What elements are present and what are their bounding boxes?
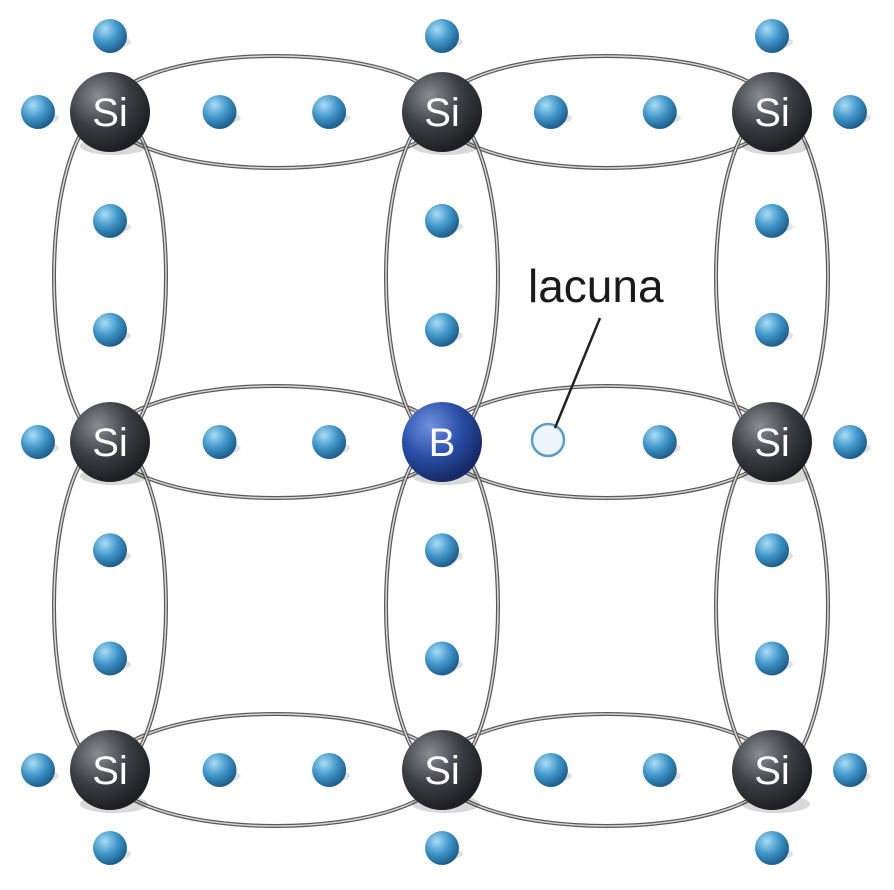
bond-h-1-1 [437, 384, 777, 500]
silicon-atom-1-2 [732, 402, 812, 482]
electron-9 [533, 753, 568, 787]
electron-23 [21, 95, 55, 129]
electron-0 [202, 95, 237, 129]
silicon-atom-1-2-label: Si [754, 421, 790, 465]
silicon-atom-2-1-label: Si [424, 749, 460, 793]
silicon-atom-0-1-label: Si [424, 91, 460, 135]
bond-v-0-2 [714, 107, 830, 447]
electron-13 [93, 533, 127, 568]
electron-31 [425, 19, 459, 53]
bond-h-2-1 [437, 712, 777, 828]
bond-v-0-1 [384, 107, 500, 447]
electron-14 [93, 641, 127, 676]
silicon-atom-0-1 [402, 72, 482, 152]
silicon-atom-2-2 [732, 730, 812, 810]
electron-21 [755, 533, 789, 568]
electron-32 [425, 831, 459, 865]
bond-h-0-0 [106, 54, 446, 170]
electron-2 [533, 95, 568, 129]
electron-5 [312, 425, 347, 459]
silicon-atom-2-0 [70, 730, 150, 810]
silicon-atom-0-0-label: Si [92, 91, 128, 135]
silicon-atom-1-0-label: Si [92, 421, 128, 465]
bond-v-1-2 [714, 436, 830, 776]
callout-leader-line [553, 317, 602, 429]
electron-6 [642, 425, 677, 459]
silicon-atom-2-0-label: Si [92, 749, 128, 793]
silicon-atom-0-0 [70, 72, 150, 152]
electron-34 [755, 831, 789, 865]
bond-h-0-1 [437, 54, 777, 170]
bond-h-2-0 [106, 712, 446, 828]
silicon-atom-2-2-label: Si [754, 749, 790, 793]
electron-20 [755, 312, 789, 347]
electron-8 [312, 753, 347, 787]
electron-1 [312, 95, 347, 129]
electron-28 [833, 753, 867, 787]
electron-27 [21, 753, 55, 787]
bond-h-1-0 [106, 384, 446, 500]
electron-3 [642, 95, 677, 129]
bond-v-0-0 [52, 107, 168, 447]
boron-atom [402, 402, 482, 482]
electron-19 [755, 203, 789, 238]
valence-electrons [21, 19, 871, 865]
electron-30 [93, 831, 127, 865]
electron-16 [425, 312, 459, 347]
electron-25 [21, 425, 55, 459]
lacuna-callout: lacuna [528, 260, 664, 429]
bond-v-1-0 [52, 436, 168, 776]
hole-lacuna [530, 422, 566, 458]
electron-26 [833, 425, 867, 459]
electron-11 [93, 203, 127, 238]
electron-10 [642, 753, 677, 787]
bond-v-1-1 [384, 436, 500, 776]
lacuna-label: lacuna [528, 260, 664, 312]
electron-17 [425, 533, 459, 568]
silicon-atom-2-1 [402, 730, 482, 810]
electron-15 [425, 203, 459, 238]
electron-22 [755, 641, 789, 676]
electron-4 [202, 425, 237, 459]
electron-24 [833, 95, 867, 129]
silicon-atom-0-2 [732, 72, 812, 152]
silicon-atom-0-2-label: Si [754, 91, 790, 135]
electron-18 [425, 641, 459, 676]
electron-33 [755, 19, 789, 53]
electron-12 [93, 312, 127, 347]
silicon-atom-1-0 [70, 402, 150, 482]
boron-atom-label: B [429, 421, 456, 465]
electron-29 [93, 19, 127, 53]
electron-7 [202, 753, 237, 787]
